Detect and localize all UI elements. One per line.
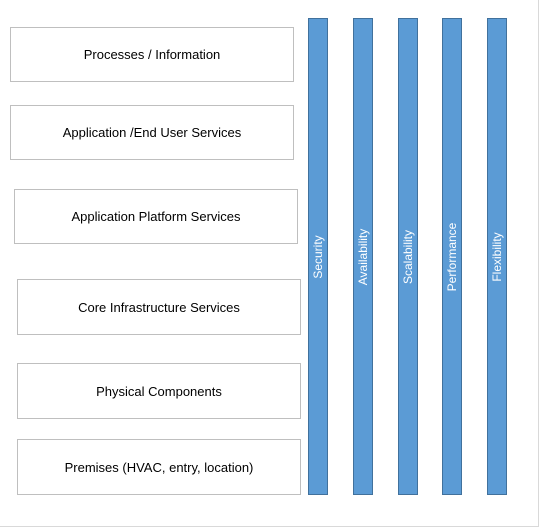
pillar-label: Availability: [356, 228, 370, 285]
pillar-label: Performance: [445, 222, 459, 291]
pillar-availability: Availability: [353, 18, 373, 495]
pillar-performance: Performance: [442, 18, 462, 495]
layer-label: Application /End User Services: [62, 125, 242, 140]
layer-application-end-user-services: Application /End User Services: [10, 105, 294, 160]
layer-processes-information: Processes / Information: [10, 27, 294, 82]
pillar-label: Flexibility: [490, 231, 504, 282]
layer-application-platform-services: Application Platform Services: [14, 189, 298, 244]
layer-core-infrastructure-services: Core Infrastructure Services: [17, 279, 301, 335]
pillar-label: Scalability: [401, 229, 415, 284]
layer-label: Premises (HVAC, entry, location): [64, 459, 254, 475]
layer-label: Application Platform Services: [71, 209, 241, 224]
layer-label: Processes / Information: [83, 47, 221, 62]
layer-label: Physical Components: [96, 383, 222, 399]
pillar-label: Security: [311, 234, 325, 279]
pillar-flexibility: Flexibility: [487, 18, 507, 495]
layer-label: Core Infrastructure Services: [78, 299, 240, 315]
pillar-scalability: Scalability: [398, 18, 418, 495]
layer-premises: Premises (HVAC, entry, location): [17, 439, 301, 495]
layer-physical-components: Physical Components: [17, 363, 301, 419]
pillar-security: Security: [308, 18, 328, 495]
